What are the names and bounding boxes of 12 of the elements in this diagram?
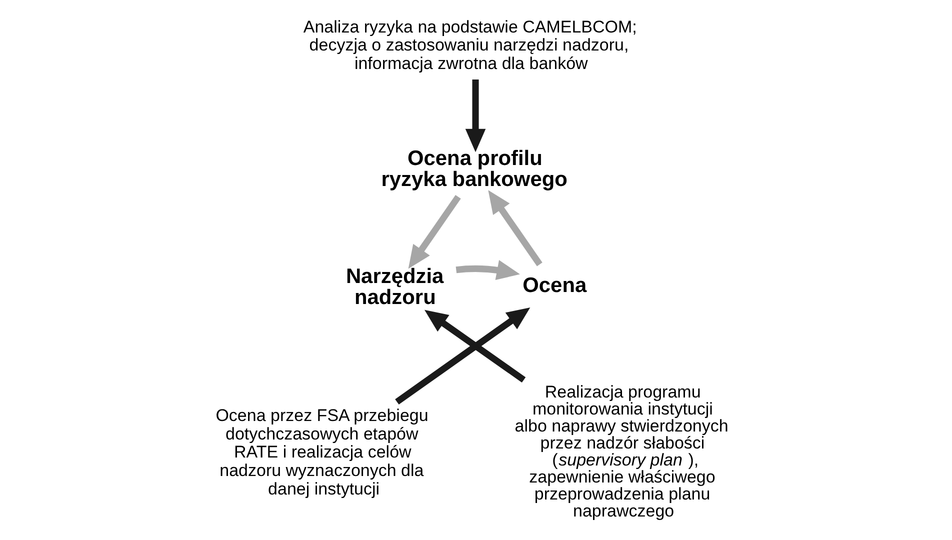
node-text: Ocena przez FSA przebiegu dotychczasowych etapów RATE i realizacja celów nadzoru wyznaczonych dla danej instytucji <box>215 406 428 498</box>
arrow <box>424 310 526 383</box>
node-text: Realizacja programu monitorowania instytucji albo naprawy stwierdzonych przez nadzór słabości (supervisory plan), zapewnienie właściwego przeprowadzenia planu naprawczego <box>514 382 728 521</box>
node-text: Ocena <box>522 274 586 297</box>
arrow <box>455 260 520 280</box>
node-text: Analiza ryzyka na podstawie CAMELBCOM; decyzja o zastosowaniu narzędzi nadzoru, informacja zwrotna dla banków <box>302 17 636 73</box>
node-text: Narzędzia nadzoru <box>345 264 444 309</box>
node-text: Ocena profilu ryzyka bankowego <box>380 147 567 191</box>
arrow <box>408 194 460 269</box>
arrow <box>488 190 542 266</box>
arrow <box>464 79 486 152</box>
arrow <box>394 307 530 405</box>
